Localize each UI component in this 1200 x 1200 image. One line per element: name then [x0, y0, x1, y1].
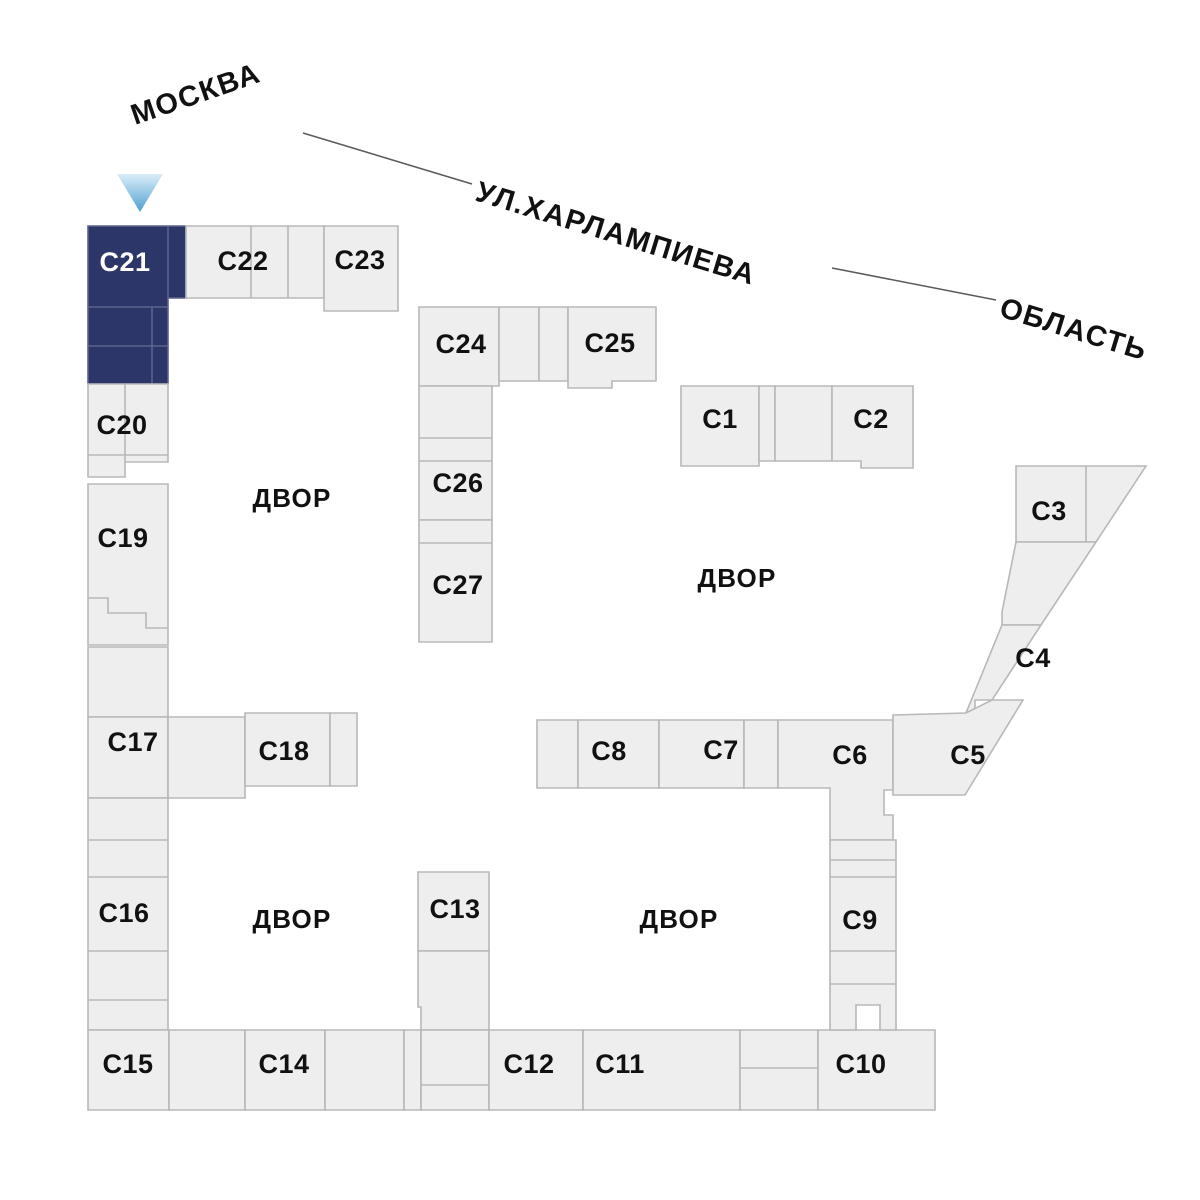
- building-c2-shape[interactable]: [831, 385, 914, 469]
- building-c19-label: С19: [97, 523, 148, 553]
- building-c7[interactable]: С7: [658, 719, 779, 789]
- building-c24-annex-shape[interactable]: [498, 306, 540, 382]
- building-c1-label: С1: [702, 404, 738, 434]
- yard-label-top-left: ДВОР: [252, 483, 331, 513]
- building-c2-label: С2: [853, 404, 889, 434]
- building-c27-shape[interactable]: [418, 519, 493, 643]
- building-c6-label: С6: [832, 740, 868, 770]
- building-c18[interactable]: С18: [244, 712, 358, 787]
- yard-label-bottom-left: ДВОР: [252, 904, 331, 934]
- building-c11-annex-shape[interactable]: [739, 1029, 819, 1111]
- building-c3-label: С3: [1031, 496, 1067, 526]
- building-c14-label: С14: [258, 1049, 309, 1079]
- building-c3-lower[interactable]: [1001, 541, 1098, 626]
- building-c24-shape[interactable]: [418, 306, 500, 387]
- street-label-harlampieva: УЛ.ХАРЛАМПИЕВА: [472, 176, 760, 292]
- building-c22[interactable]: С22: [185, 225, 325, 299]
- yard-labels: ДВОР ДВОР ДВОР ДВОР: [252, 483, 776, 934]
- building-c12-label: С12: [503, 1049, 554, 1079]
- building-c15-annex-shape[interactable]: [168, 1029, 246, 1111]
- building-c9-label: С9: [842, 905, 878, 935]
- building-c15-label: С15: [102, 1049, 153, 1079]
- building-c25-shape[interactable]: [567, 306, 657, 389]
- building-c5-label: С5: [950, 740, 986, 770]
- building-c16[interactable]: С16: [87, 797, 169, 1031]
- building-c21[interactable]: С21: [87, 225, 187, 385]
- building-c16-label: С16: [98, 898, 149, 928]
- building-c26[interactable]: С26: [418, 385, 493, 521]
- building-c17-label: С17: [107, 727, 158, 757]
- building-c12[interactable]: С12: [403, 1029, 584, 1111]
- leader-line-oblast: [831, 267, 997, 301]
- leader-line-moskva: [302, 132, 473, 185]
- yard-label-bottom-right: ДВОР: [639, 904, 718, 934]
- building-c10[interactable]: С10: [817, 1029, 936, 1111]
- yard-label-top-right: ДВОР: [697, 563, 776, 593]
- building-c4[interactable]: С4: [964, 624, 1051, 714]
- building-c19[interactable]: С19: [87, 483, 169, 646]
- building-c14[interactable]: С14: [244, 1029, 405, 1111]
- building-c13-label: С13: [429, 894, 480, 924]
- building-c20[interactable]: С20: [87, 383, 169, 478]
- building-c23-label: С23: [334, 245, 385, 275]
- building-c1-annex[interactable]: [758, 385, 776, 462]
- building-c1[interactable]: С1: [680, 385, 760, 467]
- building-c17-annex[interactable]: [167, 716, 246, 799]
- building-c7-label: С7: [703, 735, 739, 765]
- building-c21-label: С21: [99, 247, 150, 277]
- location-pin-marker: [117, 174, 163, 212]
- building-c3-lower-shape[interactable]: [1001, 541, 1098, 626]
- building-c4-label: С4: [1015, 643, 1051, 673]
- building-c27[interactable]: С27: [418, 519, 493, 643]
- building-c6[interactable]: С6: [777, 719, 894, 841]
- building-c26-shape[interactable]: [418, 385, 493, 521]
- building-c24-label: С24: [435, 329, 486, 359]
- building-c13-lower-shape[interactable]: [417, 950, 490, 1031]
- building-c22-label: С22: [217, 246, 268, 276]
- building-c2[interactable]: С2: [774, 385, 914, 469]
- building-c19-stairstep: [88, 597, 168, 629]
- building-c18-annex-shape[interactable]: [329, 712, 358, 787]
- building-c15[interactable]: С15: [87, 1029, 246, 1111]
- building-c25-label: С25: [584, 328, 635, 358]
- building-c23-shape[interactable]: [323, 225, 399, 312]
- building-c26-label: С26: [432, 468, 483, 498]
- building-c17-annex-shape[interactable]: [167, 716, 246, 799]
- building-c12-annex-shape[interactable]: [420, 1029, 490, 1111]
- building-c5[interactable]: С5: [892, 699, 1025, 796]
- street-label-oblast: ОБЛАСТЬ: [996, 292, 1151, 367]
- building-c2-annex-shape[interactable]: [774, 385, 833, 462]
- street-label-moskva: МОСКВА: [127, 57, 265, 131]
- building-c25-annex-shape[interactable]: [538, 306, 569, 382]
- building-c12-west-annex[interactable]: [403, 1029, 422, 1111]
- building-c14-annex-shape[interactable]: [324, 1029, 405, 1111]
- building-c8-annex-shape[interactable]: [536, 719, 579, 789]
- building-c7-annex-shape[interactable]: [743, 719, 779, 789]
- building-c17-upper-shape[interactable]: [87, 646, 169, 718]
- building-c6-shape[interactable]: [777, 719, 894, 841]
- building-c19-shape[interactable]: [87, 483, 169, 646]
- building-c11[interactable]: С11: [582, 1029, 819, 1111]
- building-c1-annex-shape[interactable]: [758, 385, 776, 462]
- building-c27-label: С27: [432, 570, 483, 600]
- building-c3[interactable]: С3: [1015, 465, 1148, 543]
- building-c8[interactable]: С8: [536, 719, 660, 789]
- building-c5-shape[interactable]: [892, 699, 1025, 796]
- building-c23[interactable]: С23: [323, 225, 399, 312]
- building-c18-label: С18: [258, 736, 309, 766]
- building-c11-label: С11: [595, 1049, 645, 1079]
- building-c17[interactable]: С17: [87, 646, 169, 799]
- building-c20-label: С20: [96, 410, 147, 440]
- building-c24[interactable]: С24: [418, 306, 500, 387]
- building-c9[interactable]: С9: [829, 839, 897, 1031]
- building-c1-shape[interactable]: [680, 385, 760, 467]
- building-c9-shape[interactable]: [829, 839, 897, 1031]
- building-c10-label: С10: [835, 1049, 886, 1079]
- building-c24-annex[interactable]: [498, 306, 540, 382]
- street-leader-lines: [302, 132, 997, 301]
- building-c8-label: С8: [591, 736, 627, 766]
- building-c13[interactable]: С13: [417, 871, 490, 1031]
- building-c25[interactable]: С25: [538, 306, 657, 389]
